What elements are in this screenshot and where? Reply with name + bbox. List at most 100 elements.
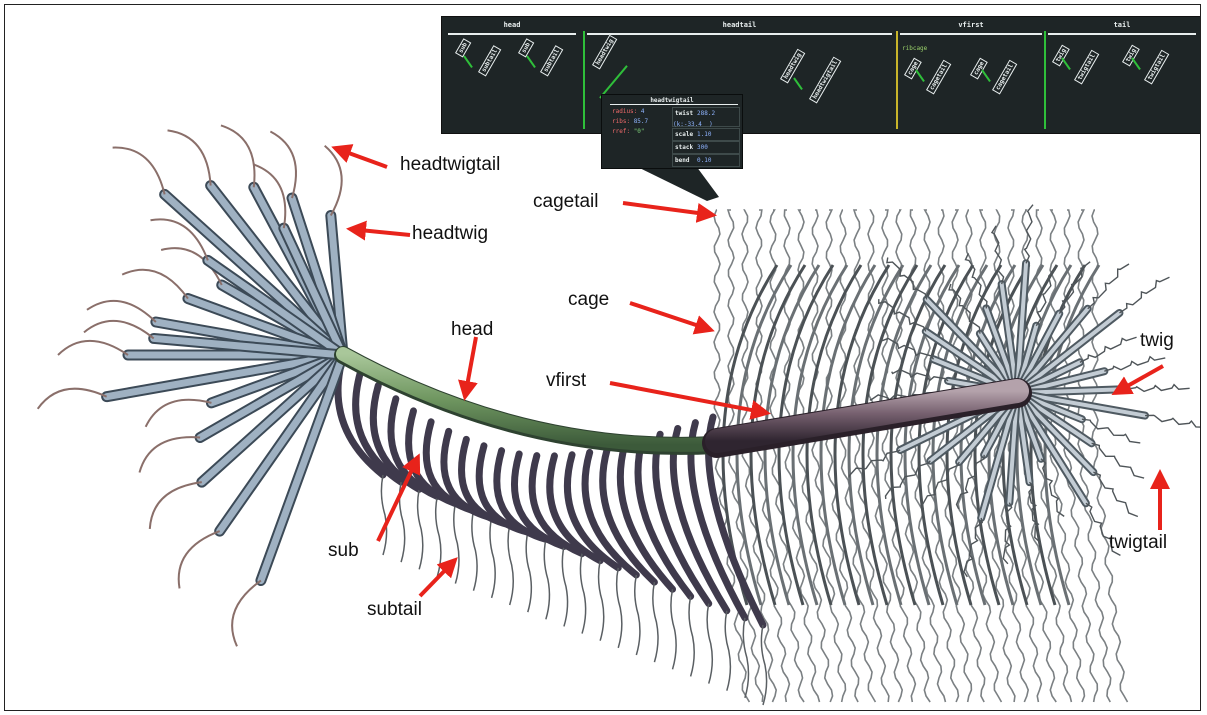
sub-rib [546, 452, 604, 565]
subtail-wire [688, 596, 695, 677]
headtwig-tube-highlight [198, 351, 347, 486]
label-twigtail: twigtail [1109, 532, 1168, 553]
column-title-tail: tail [1113, 21, 1131, 29]
twigtail-wire [948, 283, 981, 334]
prop-radius[interactable]: radius: 4 [612, 108, 645, 115]
head-spine-highlight [336, 347, 722, 452]
column-title-headtail: headtail [722, 21, 757, 29]
column-rule [900, 33, 1042, 35]
cage-arc [945, 264, 1003, 606]
cage-arc [749, 264, 807, 606]
subtail-wire [471, 510, 478, 591]
sub-rib [599, 445, 658, 586]
headtwig-tube-highlight [196, 351, 347, 441]
prop-key: stack [675, 144, 694, 151]
prop-key: rref: [612, 128, 631, 135]
twigtail-wire [848, 449, 901, 478]
sub-rib [634, 436, 695, 600]
label-cagetail: cagetail [533, 191, 599, 212]
sub-rib [493, 447, 550, 543]
twigtail-wire [1023, 204, 1034, 264]
subtail-wire [652, 581, 659, 663]
twigtail-wire [1040, 458, 1065, 517]
subtail-wire [416, 489, 424, 570]
prop-rref[interactable]: rref: "0" [612, 128, 645, 135]
node-graph-panel[interactable]: head headtail vfirst tail sub subtail su… [441, 16, 1200, 134]
headtwig-tube-highlight [103, 351, 347, 401]
column-divider [583, 31, 585, 129]
label-vfirst: vfirst [546, 370, 587, 391]
cagetail-wire [1091, 209, 1129, 703]
headtwigtail-wire [220, 124, 256, 188]
prop-value: 0.10 [697, 157, 712, 164]
cagetail-wire [755, 209, 791, 703]
headtwigtail-wire [144, 398, 212, 428]
subtail-wire [489, 517, 496, 599]
popup-rule [610, 104, 738, 105]
headtwigtail-wire [253, 163, 287, 229]
prop-key: scale [675, 131, 694, 138]
vfirst-highlight [705, 379, 1029, 453]
subtail-wire [597, 560, 605, 641]
headtwigtail-wire [150, 218, 209, 261]
annotation-arrows [331, 144, 1170, 598]
subtail-wire [561, 546, 569, 627]
subtail-wire [380, 474, 388, 556]
twig-tube-highlight [1015, 391, 1088, 506]
twigtail-wire [1002, 502, 1013, 565]
cagetail-wire [839, 209, 877, 703]
subtail-wire [615, 567, 623, 649]
label-subtail: subtail [367, 599, 422, 620]
cagetail-wire [783, 209, 821, 703]
column-title-vfirst: vfirst [958, 21, 984, 29]
cagetail-wire [811, 209, 847, 703]
headtwigtail-wire [138, 436, 201, 473]
subtail-wire [507, 524, 515, 606]
cagetail-wire [797, 209, 834, 703]
twigtail-wire [891, 368, 949, 382]
popup-title: headtwigtail [650, 97, 694, 104]
column-divider [1044, 31, 1046, 129]
twigtail-wire [1081, 418, 1141, 444]
cagetail-wire [867, 209, 904, 703]
node-ribcage[interactable]: ribcage [902, 45, 928, 52]
creature-render [36, 124, 1200, 706]
prop-key: radius: [612, 108, 638, 115]
label-cage: cage [568, 289, 610, 310]
twigtail-wire [1087, 263, 1130, 310]
twig-tube-highlight [1015, 391, 1148, 418]
headtwigtail-wire [324, 145, 343, 217]
properties-popup[interactable]: headtwigtail radius: 4 ribs: 85.7 rref: … [601, 94, 743, 169]
twigtail-wire [1058, 261, 1091, 314]
twigtail-wire [1091, 442, 1145, 479]
headtwig-tube-highlight [150, 334, 347, 359]
headtwig-tube-highlight [204, 256, 347, 359]
cagetail-wire [923, 209, 960, 703]
twigtail-wire [1079, 336, 1137, 363]
subtail-wire [760, 624, 768, 706]
cagetail-wire [825, 209, 860, 703]
subtail-wire [742, 617, 750, 699]
twigtail-wire [921, 461, 960, 510]
twigtail-wire [1028, 481, 1042, 544]
subtail-wire [724, 610, 732, 691]
headtwigtail-wire [167, 129, 212, 186]
headtwig-tube-highlight [280, 224, 347, 359]
cage-arc [735, 264, 793, 606]
twigtail-wire [1085, 502, 1121, 556]
prop-value: 85.7 [633, 118, 649, 125]
prop-value: 288.2 (k:-33.4 ) [673, 110, 716, 128]
prop-ribs[interactable]: ribs: 85.7 [612, 118, 648, 125]
twigtail-wire [1104, 355, 1166, 372]
twigtail-wire [955, 454, 985, 510]
sub-rib [510, 450, 568, 550]
headtwigtail-wire [121, 268, 189, 300]
headtwigtail-wire [112, 146, 166, 195]
twig-tubes [848, 204, 1200, 578]
twigtail-wire [1035, 268, 1057, 327]
label-head: head [451, 319, 494, 340]
